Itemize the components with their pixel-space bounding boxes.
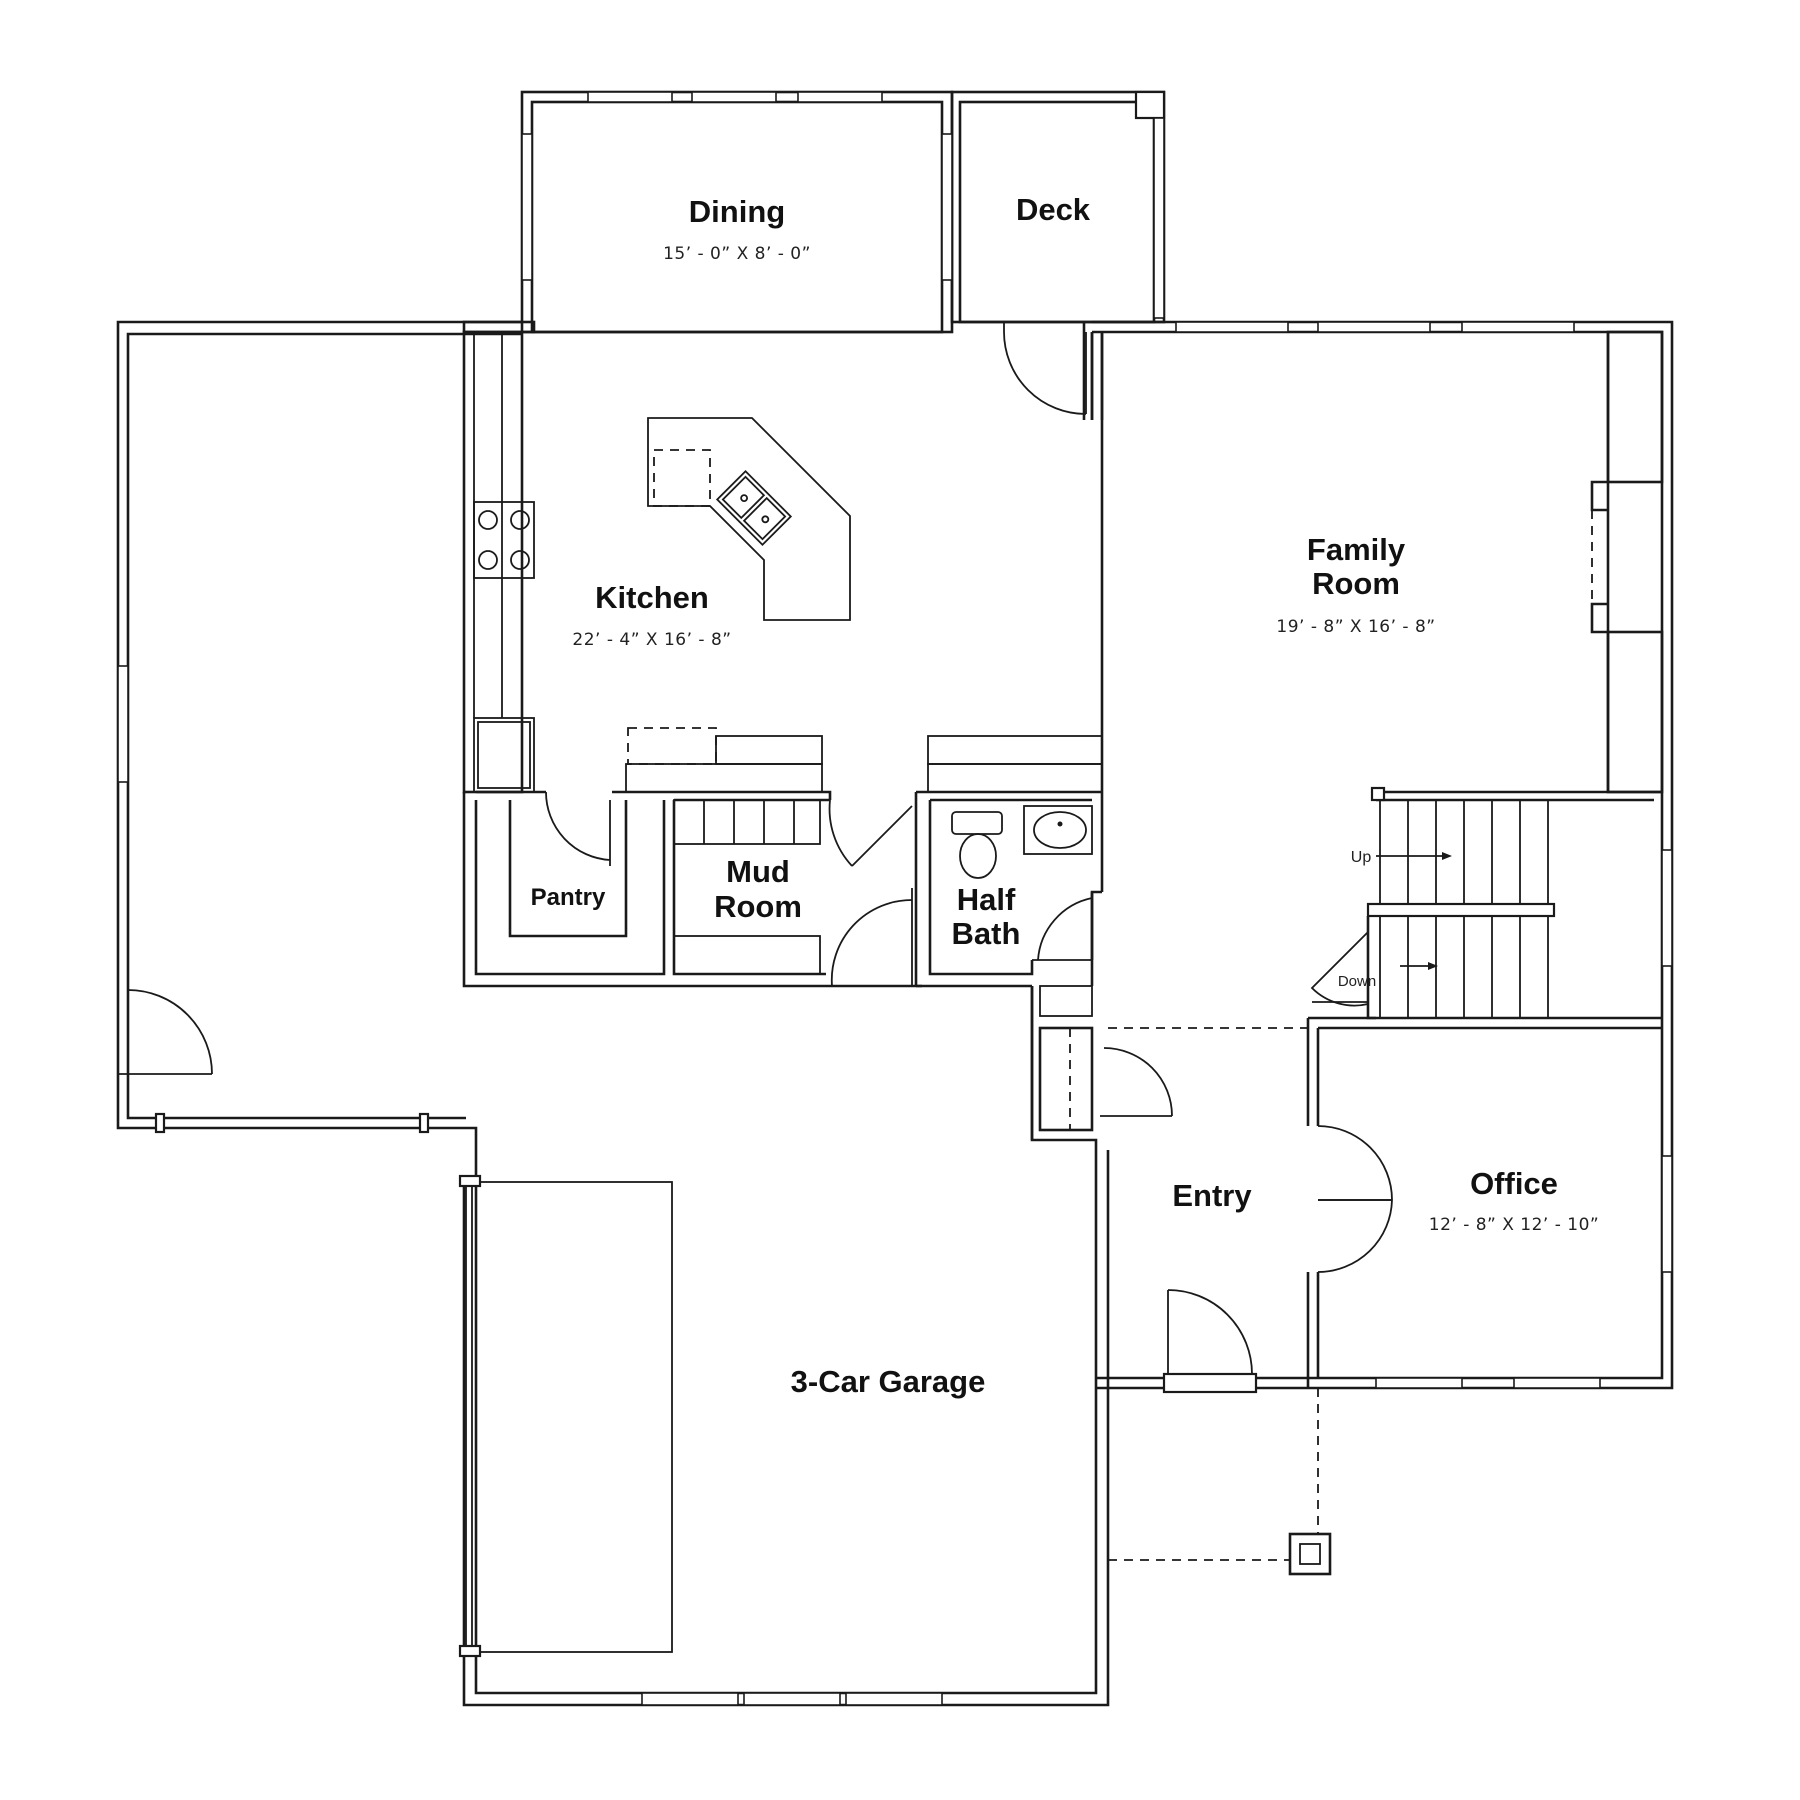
half-bath-label-2: Bath — [952, 916, 1021, 951]
half-bath-label-1: Half — [957, 882, 1016, 917]
stairs-down-label: Down — [1338, 973, 1376, 990]
garage-label: 3-Car Garage — [791, 1364, 986, 1399]
office-label: Office — [1470, 1166, 1558, 1201]
bath-fixtures — [951, 805, 1093, 879]
exterior-walls — [116, 90, 1674, 1707]
windows — [117, 91, 1673, 1706]
family-room-label-1: Family — [1307, 532, 1406, 567]
kitchen-dim: 22’ - 4” X 16’ - 8” — [572, 630, 731, 650]
dining-label: Dining — [689, 194, 785, 229]
doors — [118, 322, 1393, 1394]
dining-dim: 15’ - 0” X 8’ - 0” — [663, 244, 811, 264]
family-room-dim: 19’ - 8” X 16’ - 8” — [1276, 617, 1435, 637]
porch-lines — [1108, 1027, 1332, 1576]
room-labels: Dining 15’ - 0” X 8’ - 0” Deck Kitchen 2… — [531, 192, 1599, 1399]
family-room-label-2: Room — [1312, 566, 1400, 601]
staircase — [1310, 799, 1556, 1020]
kitchen-fixtures — [473, 332, 1103, 793]
mud-room-label-2: Room — [714, 889, 802, 924]
entry-label: Entry — [1172, 1178, 1252, 1213]
pantry-label: Pantry — [531, 884, 606, 911]
mud-room-label-1: Mud — [726, 854, 790, 889]
deck-label: Deck — [1016, 192, 1091, 227]
kitchen-label: Kitchen — [595, 580, 709, 615]
garage-details — [154, 1112, 673, 1658]
office-dim: 12’ - 8” X 12’ - 10” — [1429, 1215, 1599, 1235]
stairs-up-label: Up — [1351, 849, 1372, 866]
